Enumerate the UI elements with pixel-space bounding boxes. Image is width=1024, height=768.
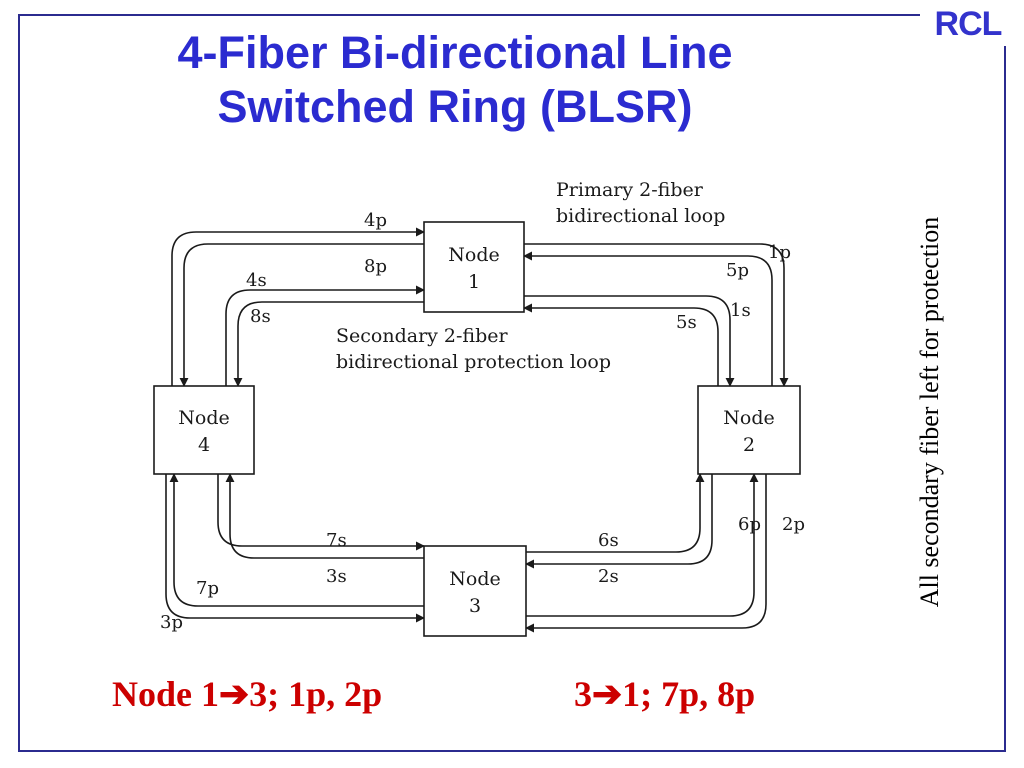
side-note: All secondary fiber left for protection <box>915 216 944 608</box>
label-5s: 5s <box>676 312 697 333</box>
fiber-1s <box>524 295 735 387</box>
fiber-1p <box>524 243 789 387</box>
node-4-label: Node <box>178 407 229 429</box>
title-line-2: Switched Ring (BLSR) <box>217 81 693 132</box>
label-2s: 2s <box>598 566 619 587</box>
fiber-2s <box>525 474 713 569</box>
primary-loop-caption-line-2: bidirectional loop <box>556 205 725 227</box>
title-line-1: 4-Fiber Bi-directional Line <box>177 27 733 78</box>
label-2p: 2p <box>782 514 805 535</box>
label-4s: 4s <box>246 270 267 291</box>
fiber-8s <box>233 301 424 387</box>
label-1p: 1p <box>768 242 791 263</box>
label-6p: 6p <box>738 514 761 535</box>
label-7s: 7s <box>326 530 347 551</box>
node-1: Node 1 <box>423 221 525 313</box>
fiber-8p <box>179 243 424 387</box>
label-8s: 8s <box>250 306 271 327</box>
slide-frame <box>18 14 1006 752</box>
label-8p: 8p <box>364 256 387 277</box>
fiber-3p <box>169 473 424 607</box>
label-3p: 3p <box>160 612 183 633</box>
label-1s: 1s <box>730 300 751 321</box>
label-7p: 7p <box>196 578 219 599</box>
slide-title: 4-Fiber Bi-directional Line Switched Rin… <box>60 26 850 134</box>
fiber-4p <box>171 227 425 386</box>
label-3s: 3s <box>326 566 347 587</box>
route-node3-to-node1: 3➔1; 7p, 8p <box>574 674 756 714</box>
node-2: Node 2 <box>697 385 801 475</box>
fiber-5p <box>523 251 773 386</box>
label-6s: 6s <box>598 530 619 551</box>
node-3: Node 3 <box>423 545 527 637</box>
node-3-label: Node <box>449 568 500 590</box>
node-4: Node 4 <box>153 385 255 475</box>
node-4-number: 4 <box>198 434 210 456</box>
fiber-7p <box>165 474 425 623</box>
primary-loop-caption-line-1: Primary 2-fiber <box>556 179 704 201</box>
node-2-number: 2 <box>743 434 755 456</box>
node-2-label: Node <box>723 407 774 429</box>
secondary-loop-caption-line-1: Secondary 2-fiber <box>336 325 509 347</box>
fiber-3s <box>225 473 424 559</box>
rcl-logo: RCL <box>920 2 1016 46</box>
node-1-label: Node <box>448 244 499 266</box>
route-node1-to-node3: Node 1➔3; 1p, 2p <box>112 674 383 714</box>
node-1-number: 1 <box>468 271 480 293</box>
fiber-2p <box>525 474 767 633</box>
node-3-number: 3 <box>469 595 481 617</box>
label-5p: 5p <box>726 260 749 281</box>
fiber-6s <box>526 473 705 553</box>
fiber-6p <box>526 473 759 617</box>
fiber-7s <box>217 474 425 551</box>
label-4p: 4p <box>364 210 387 231</box>
fiber-5s <box>523 303 719 386</box>
fiber-4s <box>225 285 425 386</box>
secondary-loop-caption-line-2: bidirectional protection loop <box>336 351 611 373</box>
